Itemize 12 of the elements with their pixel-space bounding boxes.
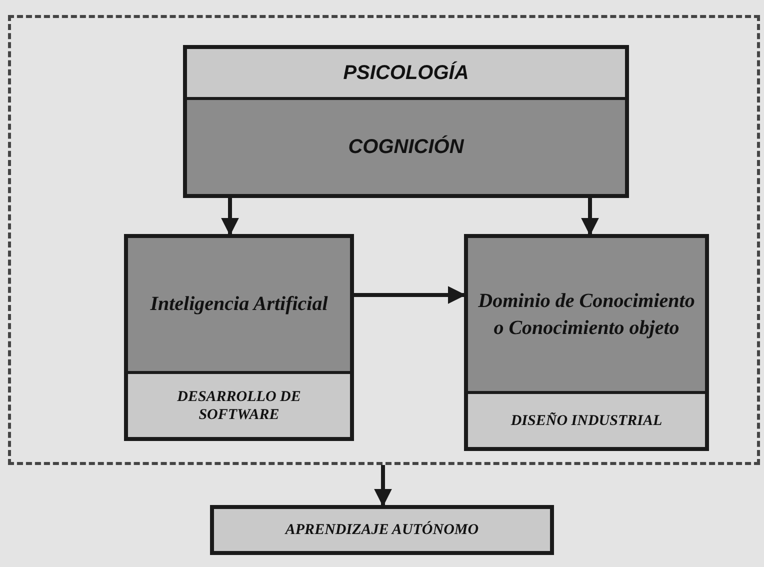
arrow <box>374 465 392 507</box>
dashed-group-frame <box>8 15 760 465</box>
box-label: DESARROLLO DE SOFTWARE <box>128 371 350 437</box>
process-box <box>183 45 629 198</box>
box-label: DISEÑO INDUSTRIAL <box>468 391 705 447</box>
arrow <box>221 198 239 236</box>
box-label: APRENDIZAJE AUTÓNOMO <box>214 509 550 551</box>
process-box <box>464 234 709 451</box>
arrow <box>354 286 466 304</box>
box-label: PSICOLOGÍA <box>187 49 625 97</box>
arrow <box>581 198 599 236</box>
process-box <box>124 234 354 441</box>
